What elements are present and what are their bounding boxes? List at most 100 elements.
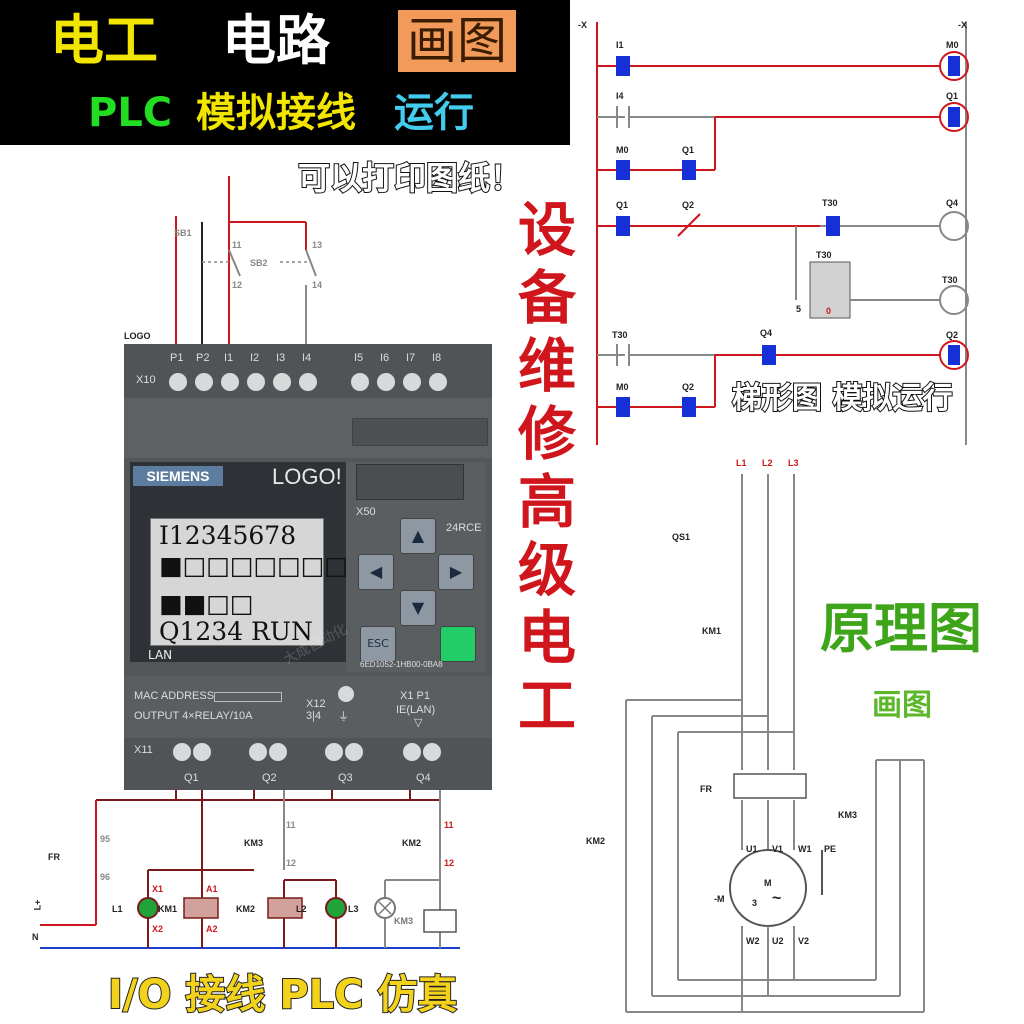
key-left[interactable]: ◀ <box>358 554 394 590</box>
vertical-char: 高 <box>517 468 576 536</box>
pin-label: A1 <box>206 884 218 894</box>
terminal-screw <box>172 742 192 762</box>
ground-icon: ⏚ <box>338 711 349 723</box>
output-spec: OUTPUT 4×RELAY/10A <box>134 710 253 722</box>
motor-terminal: PE <box>824 844 837 854</box>
mac-address-field <box>214 692 282 702</box>
vertical-char: 电 <box>517 604 576 672</box>
ladder-diagram <box>596 22 969 445</box>
ladder-contact-label: Q1 <box>616 200 629 210</box>
lcd-line-1: I12345678 <box>159 521 297 550</box>
terminal-screw <box>220 372 240 392</box>
schematic-title: 原理图 <box>820 597 982 660</box>
km2-contact-label: KM2 <box>402 838 422 848</box>
ladder-caption: 梯形图 模拟运行 <box>728 383 957 415</box>
load-label: L1 <box>112 904 123 914</box>
pin-label: A2 <box>206 924 218 934</box>
key-esc[interactable]: ESC <box>360 626 396 662</box>
terminal-screw <box>268 742 288 762</box>
lan-port-icon: ▽ <box>414 717 423 729</box>
terminal-screw <box>344 742 364 762</box>
motor-terminal: V2 <box>798 936 810 946</box>
key-ok[interactable] <box>440 626 476 662</box>
terminal-screw <box>422 742 442 762</box>
key-right[interactable]: ▶ <box>438 554 474 590</box>
plc-info-panel: MAC ADDRESS OUTPUT 4×RELAY/10A X12 3|4 ⏚… <box>124 676 492 738</box>
load-label: KM1 <box>158 904 178 914</box>
timer-preset: 5 <box>796 304 802 314</box>
l-plus-label: L+ <box>32 899 43 911</box>
x1p1-label: X1 P1 <box>400 690 430 702</box>
switch-label-sb2: SB2 <box>250 258 268 268</box>
banner-simulated-wiring: 模拟接线 <box>196 90 356 136</box>
ladder-contact-label: M0 <box>616 382 629 392</box>
x50-label: X50 <box>356 506 376 518</box>
fr-pin: 96 <box>100 872 111 882</box>
fr-pin: 95 <box>100 834 111 844</box>
km3-contact-label: KM3 <box>244 838 264 848</box>
switch-pin: 12 <box>232 280 243 290</box>
phase-label: L1 <box>736 458 747 468</box>
banner-title-drawing-badge: 画图 <box>398 10 516 72</box>
input-wiring <box>175 176 317 368</box>
output-label: Q3 <box>338 772 353 784</box>
fr-label: FR <box>700 784 712 794</box>
km2-pin: 12 <box>444 858 455 868</box>
power-schematic <box>625 474 925 1013</box>
km2-label: KM2 <box>586 836 606 846</box>
terminal-screw <box>428 372 448 392</box>
ladder-coil-label: T30 <box>942 275 958 285</box>
lan-label: LAN <box>148 648 173 662</box>
input-pin-label: I1 <box>224 352 234 364</box>
model-code: 24RCE <box>446 522 482 534</box>
ladder-coil-label: Q4 <box>946 198 959 208</box>
output-label: Q2 <box>262 772 277 784</box>
ladder-contact-label: M0 <box>616 145 629 155</box>
plc-output-terminal-strip: X11 Q1 Q2 Q3 Q4 <box>124 738 492 790</box>
plc-label-window <box>352 418 488 446</box>
terminal-screw <box>298 372 318 392</box>
input-pin-label: P2 <box>196 352 210 364</box>
siemens-logo: SIEMENS <box>133 466 223 486</box>
vertical-char: 备 <box>517 264 576 332</box>
banner-run: 运行 <box>394 90 474 136</box>
km2-pin: 11 <box>444 820 454 830</box>
vertical-char: 级 <box>517 536 576 604</box>
io-wiring-title: I/O 接线 PLC 仿真 <box>107 971 458 1019</box>
banner-plc: PLC <box>88 90 173 136</box>
plc-keypad: X50 24RCE ▲ ◀ ▶ ▼ ESC 6ED1052-1HB00-0BA8 <box>346 462 486 672</box>
output-label: Q1 <box>184 772 199 784</box>
input-pin-label: I5 <box>354 352 364 364</box>
terminal-screw <box>248 742 268 762</box>
logo-brand-text: LOGO! <box>272 464 342 489</box>
ladder-contact-label: Q4 <box>760 328 773 338</box>
plc-lcd: I12345678 ■□□□□□□□ ■■□□ Q1234 RUN <box>150 518 348 646</box>
motor-symbol: M <box>764 878 772 888</box>
km3-label: KM3 <box>838 810 858 820</box>
key-up[interactable]: ▲ <box>400 518 436 554</box>
phase-label: L3 <box>788 458 799 468</box>
banner-title-circuit: 电路 <box>222 9 330 72</box>
output-label: Q4 <box>416 772 431 784</box>
vertical-char: 修 <box>517 400 576 468</box>
x10-label: X10 <box>136 374 156 386</box>
timer-label: T30 <box>816 250 832 260</box>
x50-slot <box>356 464 464 500</box>
phase-label: L2 <box>762 458 773 468</box>
key-down[interactable]: ▼ <box>400 590 436 626</box>
switch-pin: 14 <box>312 280 323 290</box>
x12-label: X12 <box>306 698 326 710</box>
terminal-screw <box>194 372 214 392</box>
ladder-coil-label: Q2 <box>946 330 959 340</box>
vertical-char: 维 <box>517 332 576 400</box>
neutral-label: N <box>32 932 39 942</box>
output-wiring <box>40 780 460 949</box>
km1-label: KM1 <box>702 626 722 636</box>
ground-terminal <box>338 686 354 702</box>
input-pin-label: I2 <box>250 352 260 364</box>
terminal-screw <box>272 372 292 392</box>
input-pin-label: I8 <box>432 352 442 364</box>
schematic-subtitle: 画图 <box>872 688 932 723</box>
title-banner: 电工 电路 画图 PLC 模拟接线 运行 <box>0 0 570 145</box>
